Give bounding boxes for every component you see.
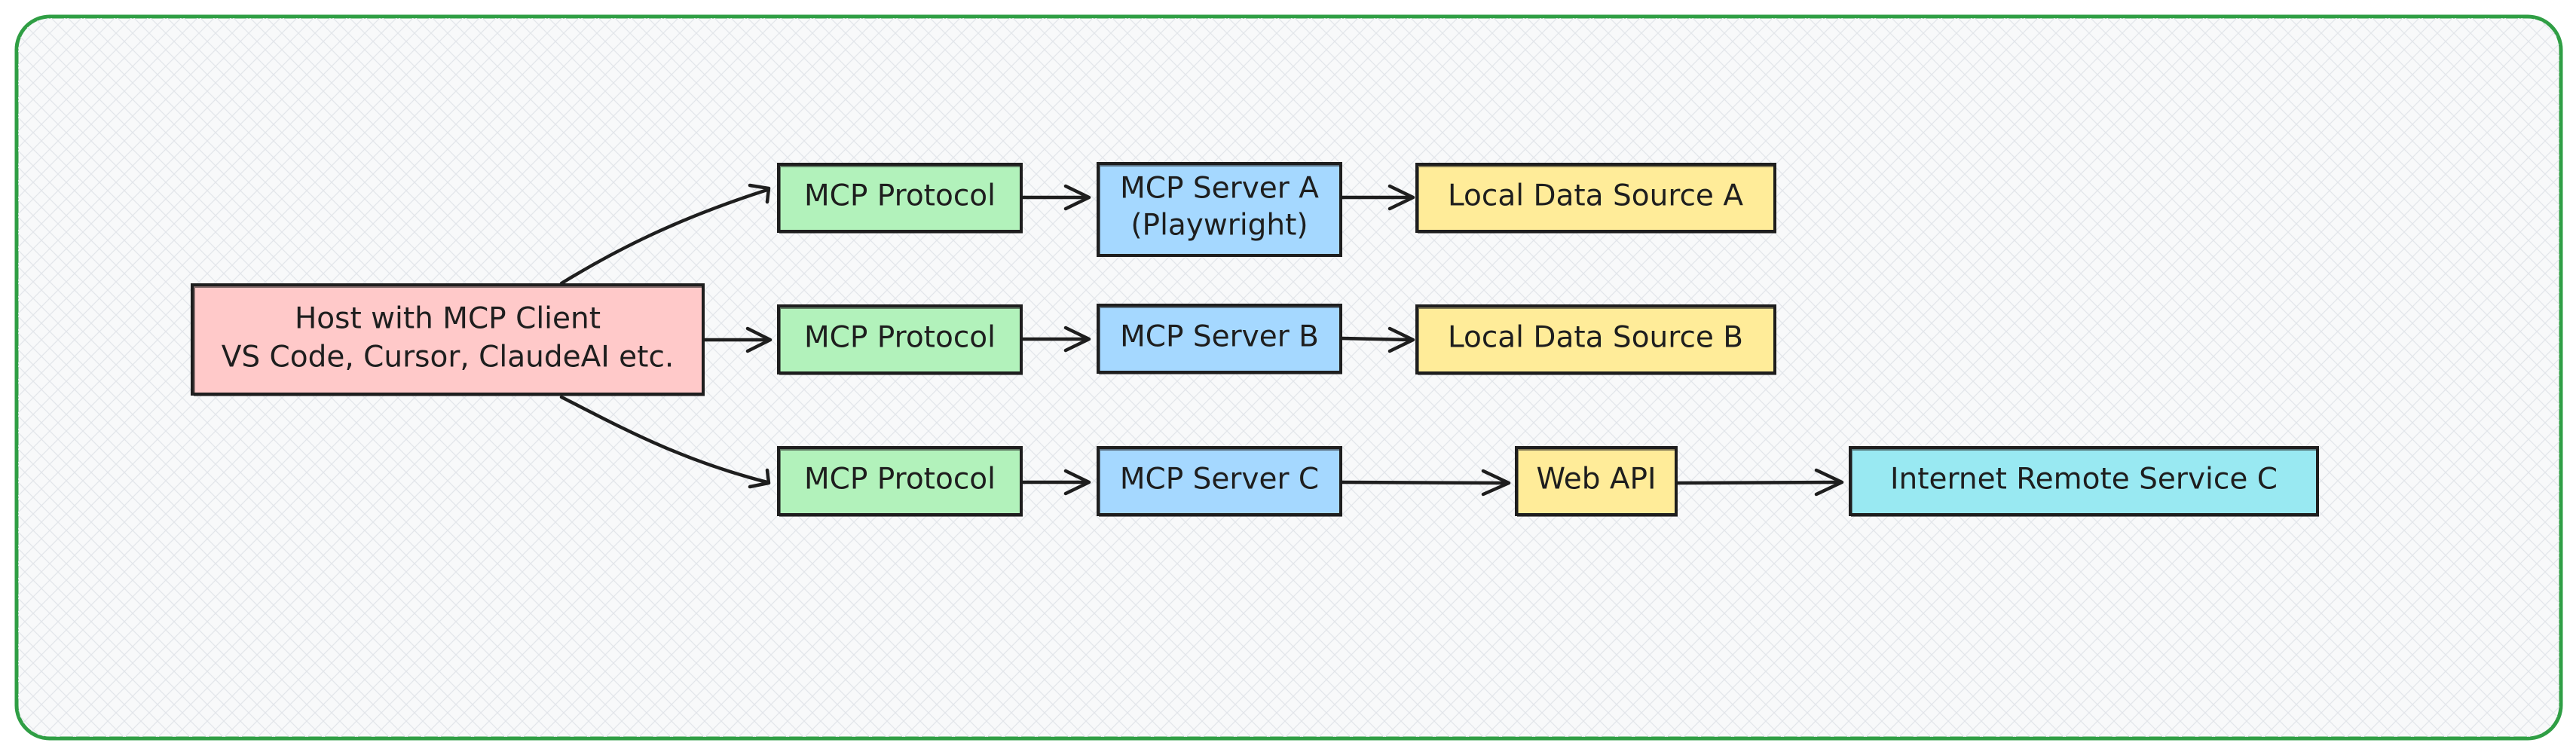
arrowhead-host-to-protocol-b (745, 326, 772, 353)
frame-hatch (18, 18, 2559, 737)
source-b-box (1415, 304, 1776, 374)
protocol-c-label: MCP Protocol (804, 463, 996, 497)
protocol-c-node: MCP Protocol (777, 446, 1023, 517)
protocol-a-label: MCP Protocol (804, 179, 996, 213)
web-api-node: Web API (1515, 446, 1678, 517)
source-b-node: Local Data Source B (1415, 304, 1776, 375)
host-label-line1: Host with MCP Client (295, 302, 601, 336)
edge-host-to-protocol-a (559, 188, 769, 286)
server-a-box-sketch (1099, 165, 1342, 257)
source-a-node: Local Data Source A (1415, 163, 1776, 234)
host-label-line2: VS Code, Cursor, ClaudeAI etc. (222, 341, 675, 374)
arrowhead-web-api-to-remote-c (1814, 468, 1844, 497)
server-a-label-line2: (Playwright) (1130, 209, 1308, 243)
host-node: Host with MCP Client VS Code, Cursor, Cl… (191, 283, 705, 396)
source-b-label: Local Data Source B (1448, 321, 1743, 355)
server-b-box (1097, 304, 1342, 374)
protocol-b-node: MCP Protocol (777, 304, 1023, 375)
arrowhead-host-to-protocol-a (748, 183, 771, 204)
web-api-label: Web API (1536, 463, 1656, 497)
server-c-node: MCP Server C (1097, 446, 1342, 517)
remote-c-box (1849, 446, 2319, 516)
server-b-box-sketch (1099, 307, 1342, 374)
host-box-sketch (194, 286, 705, 396)
source-a-box-sketch (1418, 166, 1776, 234)
source-b-box-sketch (1418, 307, 1776, 375)
arrowhead-server-b-to-source-b (1387, 326, 1415, 353)
edge-host-to-protocol-c (559, 395, 769, 484)
protocol-b-box (777, 304, 1023, 374)
remote-c-node: Internet Remote Service C (1849, 446, 2319, 517)
arrowhead-server-c-to-web-api (1481, 469, 1511, 497)
arrowhead-protocol-a-to-server-a (1063, 184, 1091, 211)
edge-server-c-to-web-api (1339, 480, 1510, 485)
server-a-node: MCP Server A (Playwright) (1097, 162, 1342, 257)
host-box (191, 283, 705, 396)
arrowhead-protocol-b-to-server-b (1063, 326, 1091, 353)
web-api-box-sketch (1517, 449, 1678, 517)
server-c-label: MCP Server C (1120, 463, 1319, 497)
arrowhead-protocol-c-to-server-c (1063, 469, 1091, 496)
edge-web-api-to-remote-c (1675, 480, 1843, 485)
protocol-a-box-sketch (779, 166, 1023, 234)
server-b-node: MCP Server B (1097, 304, 1342, 374)
edges-layer (559, 183, 1844, 497)
protocol-c-box-sketch (779, 449, 1023, 517)
nodes-layer: Host with MCP Client VS Code, Cursor, Cl… (191, 162, 2319, 517)
arrowhead-host-to-protocol-c (748, 468, 771, 489)
arrowhead-server-a-to-source-a (1387, 184, 1415, 211)
server-a-box (1097, 162, 1342, 257)
protocol-a-box (777, 163, 1023, 233)
server-c-box-sketch (1099, 449, 1342, 517)
server-a-label-line1: MCP Server A (1120, 172, 1319, 206)
remote-c-box-sketch (1851, 449, 2319, 517)
source-a-label: Local Data Source A (1448, 179, 1743, 213)
remote-c-label: Internet Remote Service C (1890, 463, 2278, 497)
protocol-a-node: MCP Protocol (777, 163, 1023, 234)
protocol-b-label: MCP Protocol (804, 321, 996, 355)
protocol-c-box (777, 446, 1023, 516)
server-b-label: MCP Server B (1120, 320, 1319, 354)
protocol-b-box-sketch (779, 307, 1023, 375)
server-c-box (1097, 446, 1342, 516)
edge-server-b-to-source-b (1339, 336, 1414, 342)
